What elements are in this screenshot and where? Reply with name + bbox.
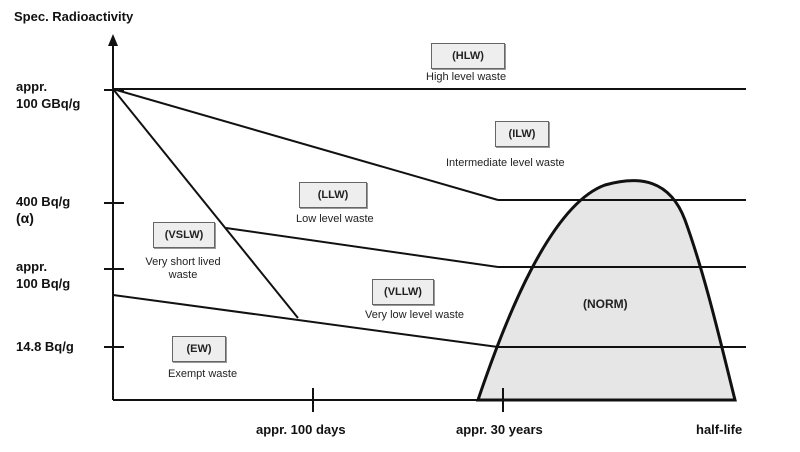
y-tick-label-100gbq: appr. 100 GBq/g: [16, 79, 81, 111]
y-tick-label-14-8bq: 14.8 Bq/g: [16, 339, 74, 354]
vslw-description: Very short lived waste: [145, 256, 221, 281]
llw-code-box: (LLW): [299, 182, 367, 208]
ilw-boundary-sloped: [112, 88, 499, 201]
x-tick-label-30-years: appr. 30 years: [456, 422, 543, 437]
llw-description: Low level waste: [296, 213, 374, 225]
ilw-description: Intermediate level waste: [446, 157, 565, 169]
y-tick-label-400bq: 400 Bq/g (α): [16, 194, 71, 226]
vllw-code-box: (VLLW): [372, 279, 434, 305]
llw-boundary-sloped: [225, 227, 499, 268]
y-tick-label-100bq: appr. 100 Bq/g: [16, 259, 71, 291]
norm-region: [475, 179, 737, 402]
y-axis-arrow: [108, 34, 118, 46]
ilw-code-box: (ILW): [495, 121, 549, 147]
ew-code-box: (EW): [172, 336, 226, 362]
ew-description: Exempt waste: [168, 368, 238, 380]
vslw-boundary: [112, 88, 299, 319]
x-axis-title: half-life: [696, 422, 743, 437]
vllw-boundary-sloped: [112, 294, 499, 348]
vslw-code-box: (VSLW): [153, 222, 215, 248]
vllw-description: Very low level waste: [365, 309, 465, 321]
hlw-description: High level waste: [426, 71, 507, 83]
norm-label: (NORM): [583, 297, 628, 311]
hlw-code-box: (HLW): [431, 43, 505, 69]
x-tick-label-100-days: appr. 100 days: [256, 422, 346, 437]
y-axis-title: Spec. Radioactivity: [14, 9, 134, 24]
